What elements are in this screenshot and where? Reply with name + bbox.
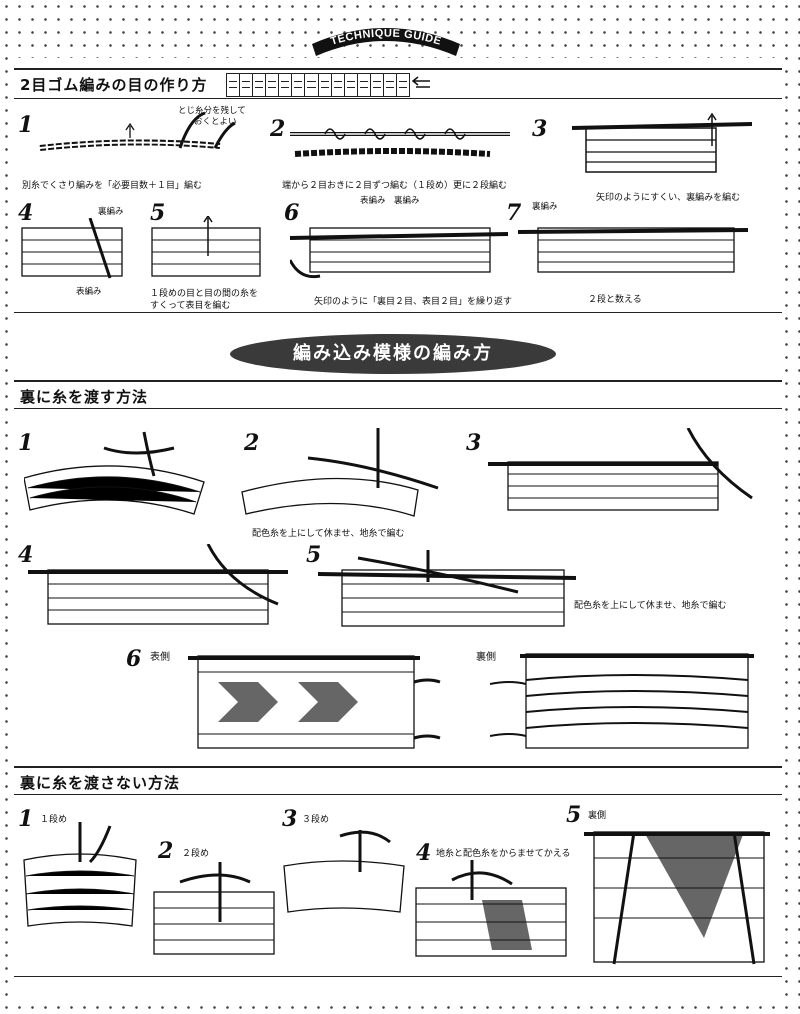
note-line1: とじ糸分を残して — [178, 106, 246, 116]
needle-chain-illustration — [290, 128, 510, 157]
step-number: 7 — [506, 200, 522, 226]
rib-swatch-illustration — [21, 218, 123, 279]
label-knit: 表編み — [360, 196, 386, 206]
label-purl: 裏編み — [394, 196, 420, 206]
section2-title: 裏に糸を渡す方法 — [20, 388, 149, 406]
step5-caption2: すくって表目を編む — [150, 301, 231, 311]
stranded-step-illustration — [28, 544, 288, 625]
step-number: 6 — [126, 646, 142, 672]
stranded-step-illustration — [318, 550, 577, 627]
step-number: 1 — [18, 806, 34, 832]
step6-caption: 矢印のように「裏目２目、表目２目」を繰り返す — [314, 297, 513, 307]
intarsia-step-illustration — [415, 860, 567, 957]
label-purl: 裏編み — [532, 202, 558, 212]
step-number: 1 — [18, 112, 34, 138]
step-number: 3 — [532, 116, 548, 142]
rule — [14, 312, 782, 313]
stranded-step-illustration — [241, 428, 439, 517]
step-label: 裏側 — [588, 811, 607, 821]
rule — [14, 794, 782, 795]
chain-illustration — [39, 111, 236, 151]
back-pattern-illustration — [490, 653, 754, 749]
step-number: 4 — [18, 200, 34, 226]
stranded-step-illustration — [488, 428, 753, 511]
step-number: 6 — [284, 200, 300, 226]
label-knit: 表編み — [76, 287, 102, 297]
step-label: １段め — [40, 815, 68, 825]
step-number: 4 — [18, 542, 34, 568]
step5-caption: 配色糸を上にして休ませ、地糸で編む — [574, 601, 727, 611]
step7-caption: ２段と数える — [588, 295, 642, 305]
rule — [14, 766, 782, 768]
step-number: 1 — [18, 430, 34, 456]
label-back-side: 裏側 — [476, 652, 496, 663]
stranded-step-illustration — [24, 431, 205, 515]
step-number: 5 — [306, 542, 322, 568]
rule — [14, 98, 782, 99]
intarsia-step-illustration — [153, 862, 275, 955]
step-label: ２段め — [182, 849, 210, 859]
step-number: 5 — [150, 200, 166, 226]
step3-caption: 矢印のようにすくい、裏編みを編む — [596, 193, 741, 203]
step5-caption: １段めの目と目の間の糸を — [150, 289, 259, 299]
purl-illustration — [572, 112, 753, 173]
step-number: 3 — [466, 430, 482, 456]
technique-guide-badge: TECHNIQUE GUIDE — [312, 27, 460, 56]
rib-swatch-illustration — [151, 216, 261, 277]
step2-caption: 端から２目おきに２目ずつ編む（１段め）更に２段編む — [282, 181, 508, 191]
intarsia-step-illustration — [23, 822, 137, 927]
step1-caption: 別糸でくさり編みを「必要目数＋１目」編む — [22, 181, 203, 191]
step-label: 地糸と配色糸をからませてかえる — [436, 849, 571, 859]
section-banner: 編み込み模様の編み方 — [230, 334, 556, 374]
step-number: 3 — [282, 806, 298, 832]
arrow-left-icon — [411, 76, 430, 88]
step-number: 4 — [416, 840, 432, 866]
step2-caption: 配色糸を上にして休ませ、地糸で編む — [252, 529, 405, 539]
step-number: 2 — [244, 430, 260, 456]
label-purl: 裏編み — [98, 207, 124, 217]
step-number: 2 — [270, 116, 286, 142]
note-line2: おくとよい — [194, 117, 237, 127]
rule — [14, 408, 782, 409]
step-label: ３段め — [302, 815, 330, 825]
section3-title: 裏に糸を渡さない方法 — [20, 774, 181, 792]
rib-swatch-illustration — [290, 227, 509, 279]
intarsia-step-illustration — [283, 830, 405, 913]
step-number: 2 — [158, 838, 174, 864]
rule — [14, 380, 782, 382]
front-pattern-illustration — [188, 655, 441, 749]
section1-title: 2目ゴム編みの目の作り方 — [20, 76, 208, 94]
rule — [14, 68, 782, 70]
rib-chart-strip — [226, 73, 410, 97]
rule — [14, 976, 782, 977]
step-number: 5 — [566, 802, 582, 828]
intarsia-back-illustration — [584, 831, 770, 965]
rib-swatch-illustration — [518, 227, 749, 273]
label-front-side: 表側 — [150, 652, 170, 663]
